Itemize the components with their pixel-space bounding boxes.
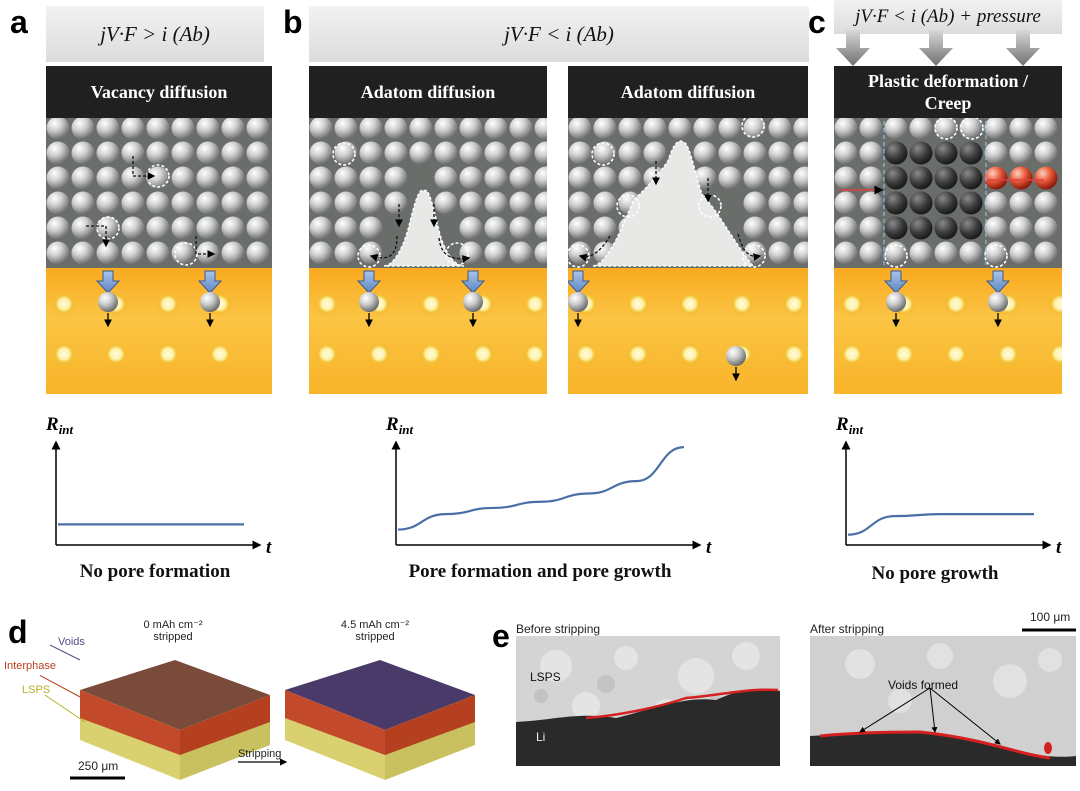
panel-c-title: Plastic deformation / Creep	[834, 66, 1062, 118]
caption-b: Pore formation and pore growth	[370, 561, 710, 583]
panel-c-title-line2: Creep	[925, 92, 972, 114]
li-label-e: Li	[536, 730, 545, 744]
y-axis-subscript: int	[59, 422, 74, 437]
chart-a: Rint t	[30, 400, 280, 560]
d-right-title-1: 4.5 mAh cm⁻²	[330, 618, 420, 631]
panel-b-left-title: Adatom diffusion	[309, 66, 547, 118]
rint-curve	[398, 447, 684, 529]
pressure-arrow-3-icon	[1006, 30, 1040, 66]
micrograph-after	[810, 636, 1076, 766]
cube-after	[285, 660, 475, 780]
micrograph-before	[516, 636, 780, 766]
panel-b-right-schematic: Adatom diffusion	[568, 66, 808, 394]
equation-b-text: jV·F < i (Ab)	[504, 22, 614, 47]
panel-letter-b: b	[283, 4, 303, 41]
equation-c: jV·F < i (Ab) + pressure	[834, 0, 1062, 34]
panel-a-title: Vacancy diffusion	[46, 66, 272, 118]
equation-b: jV·F < i (Ab)	[309, 6, 809, 62]
panel-c-title-line1: Plastic deformation /	[868, 70, 1028, 92]
lsps-label-e: LSPS	[530, 670, 561, 684]
x-axis-label: t	[1056, 537, 1062, 558]
panel-a-schematic: Vacancy diffusion	[46, 66, 272, 394]
pressure-arrows	[834, 30, 1062, 70]
panel-b-left-schematic: Adatom diffusion	[309, 66, 547, 394]
scale-label-d: 250 μm	[78, 759, 118, 773]
equation-a-text: jV·F > i (Ab)	[100, 22, 210, 47]
panel-b-right-title: Adatom diffusion	[568, 66, 808, 118]
stripping-label: Stripping	[238, 748, 281, 760]
chart-axes	[396, 442, 700, 545]
interphase-pointer	[40, 670, 82, 698]
d-left-title-1: 0 mAh cm⁻²	[128, 618, 218, 631]
y-axis-subscript: int	[399, 422, 414, 437]
panel-letter-e: e	[492, 618, 510, 655]
equation-c-text: jV·F < i (Ab) + pressure	[855, 6, 1041, 28]
rint-curve	[848, 514, 1034, 535]
y-axis-label: Rint	[45, 414, 74, 437]
chart-axes	[56, 442, 260, 545]
caption-c: No pore growth	[820, 563, 1050, 585]
chart-c: Rint t	[820, 400, 1070, 560]
chart-axes	[846, 442, 1050, 545]
caption-a: No pore formation	[30, 561, 280, 583]
chart-b: Rint t	[370, 400, 720, 560]
panel-c-schematic: Plastic deformation / Creep	[834, 66, 1062, 394]
before-label: Before stripping	[516, 622, 600, 636]
x-axis-label: t	[266, 537, 272, 558]
voids-pointer	[50, 645, 80, 660]
equation-a: jV·F > i (Ab)	[46, 6, 264, 62]
panel-letter-d: d	[8, 614, 28, 651]
scale-label-e: 100 μm	[1030, 610, 1070, 624]
voids-formed-label: Voids formed	[888, 678, 958, 692]
pressure-arrow-1-icon	[836, 30, 870, 66]
y-axis-label: Rint	[385, 414, 414, 437]
panel-letter-a: a	[10, 4, 28, 41]
lsps-pointer	[45, 695, 85, 722]
after-label: After stripping	[810, 622, 884, 636]
panel-letter-c: c	[808, 4, 826, 41]
x-axis-label: t	[706, 537, 712, 558]
pressure-arrow-2-icon	[919, 30, 953, 66]
y-axis-label: Rint	[835, 414, 864, 437]
scale-bar-e	[1020, 626, 1080, 634]
y-axis-subscript: int	[849, 422, 864, 437]
